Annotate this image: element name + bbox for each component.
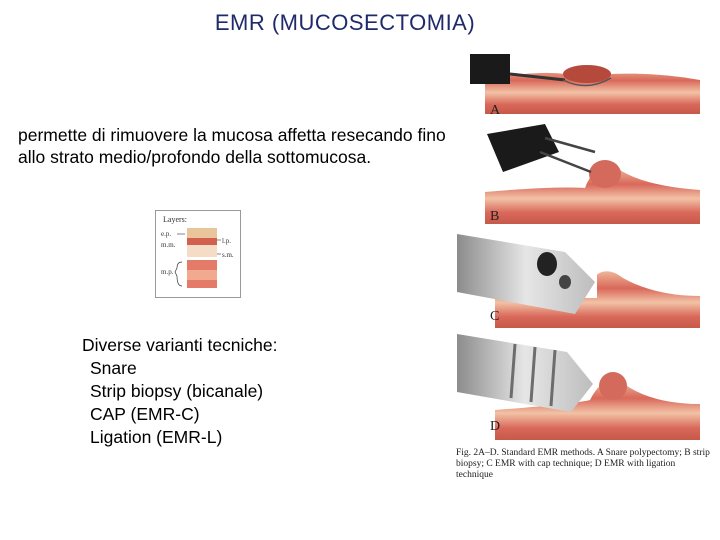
panel-label-a: A — [490, 103, 501, 118]
panel-label-d: D — [490, 419, 500, 434]
layers-diagram: Layers: e.p. m.m. l.p. s.m. m.p. — [155, 210, 241, 298]
intro-text: permette di rimuovere la mucosa affetta … — [18, 125, 446, 167]
figure-caption: Fig. 2A–D. Standard EMR methods. A Snare… — [456, 448, 710, 480]
label-mp: m.p. — [161, 268, 174, 276]
panel-label-c: C — [490, 309, 499, 324]
panel-a: A — [470, 54, 700, 118]
panel-b: B — [485, 124, 700, 224]
variants-list: Diverse varianti tecniche: Snare Strip b… — [82, 334, 382, 449]
panel-c: C — [457, 232, 700, 328]
emr-methods-figure: A B C D — [457, 54, 700, 440]
variant-item: Strip biopsy (bicanale) — [90, 381, 264, 401]
panel-label-b: B — [490, 209, 499, 224]
slide-title: EMR (MUCOSECTOMIA) — [214, 10, 476, 35]
layers-title: Layers: — [163, 215, 187, 224]
variant-item: Snare — [90, 358, 137, 378]
panel-d: D — [457, 334, 700, 440]
variants-heading: Diverse varianti tecniche: — [82, 335, 278, 355]
variant-item: CAP (EMR-C) — [90, 404, 200, 424]
label-lp: l.p. — [222, 237, 231, 245]
variant-item: Ligation (EMR-L) — [90, 427, 223, 447]
label-ep: e.p. — [161, 230, 171, 238]
label-mm: m.m. — [161, 241, 176, 249]
label-sm: s.m. — [222, 251, 234, 259]
